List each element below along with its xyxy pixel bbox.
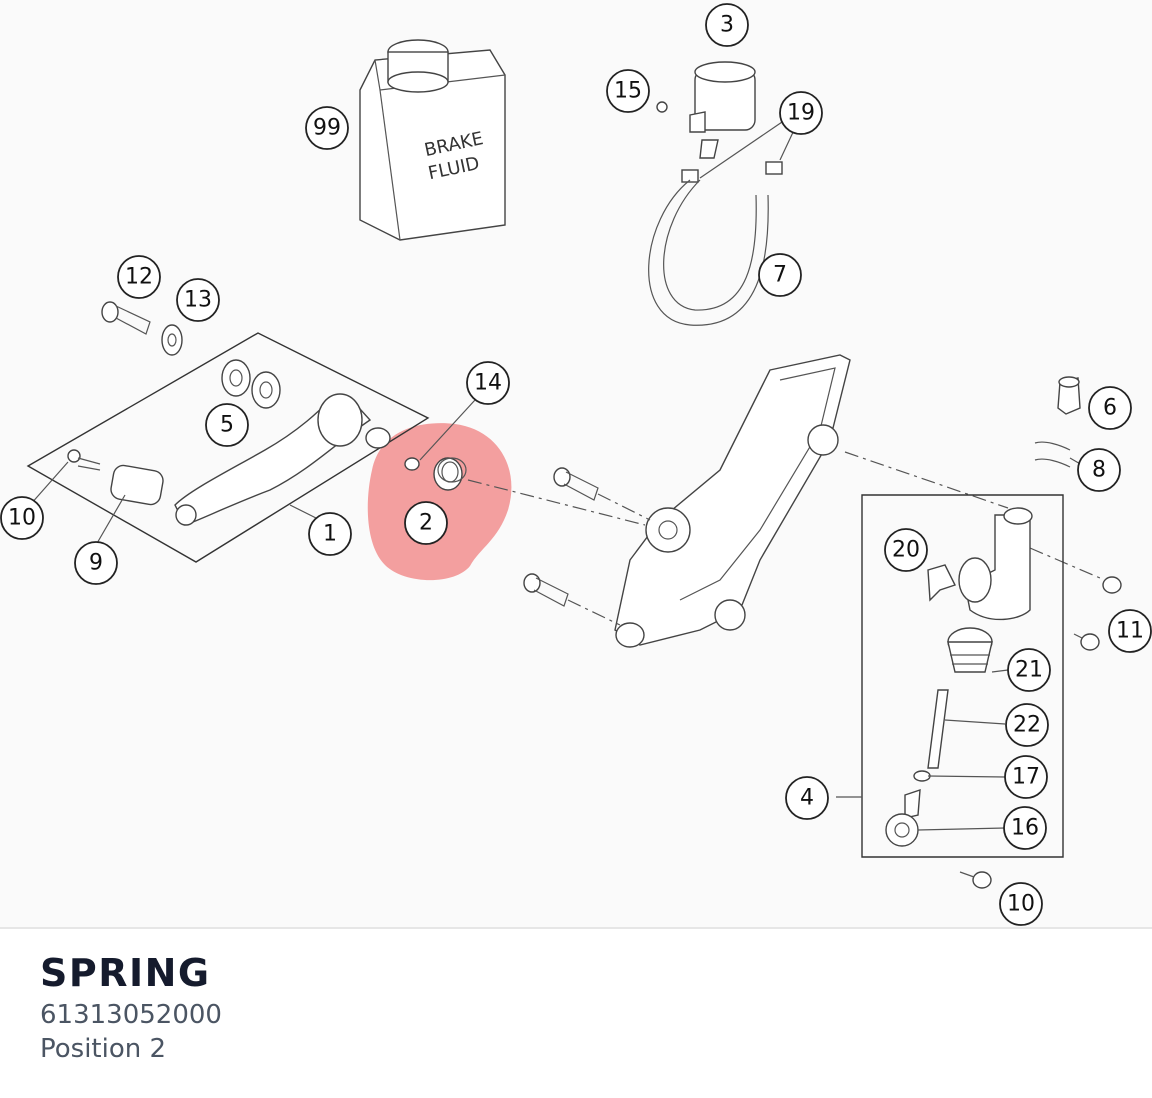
callout-4[interactable]: 4 xyxy=(785,776,829,820)
callout-14[interactable]: 14 xyxy=(466,361,510,405)
callout-12[interactable]: 12 xyxy=(117,255,161,299)
callout-9[interactable]: 9 xyxy=(74,541,118,585)
part-number: 61313052000 xyxy=(40,1000,222,1030)
svg-text:21: 21 xyxy=(1015,658,1043,683)
callout-10-bottom[interactable]: 10 xyxy=(999,882,1043,926)
callout-99[interactable]: 99 xyxy=(305,106,349,150)
master-cylinder-group xyxy=(836,494,1064,858)
part-info-panel: SPRING 61313052000 Position 2 xyxy=(40,948,1112,1066)
svg-text:11: 11 xyxy=(1116,619,1144,644)
svg-text:1: 1 xyxy=(323,522,337,547)
leader-lines xyxy=(29,399,1083,546)
svg-text:3: 3 xyxy=(720,13,734,38)
svg-text:6: 6 xyxy=(1103,396,1117,421)
callout-5[interactable]: 5 xyxy=(205,403,249,447)
callout-19[interactable]: 19 xyxy=(779,91,823,135)
spring-part xyxy=(404,457,467,491)
callout-21[interactable]: 21 xyxy=(1007,648,1051,692)
svg-text:2: 2 xyxy=(419,511,433,536)
svg-text:10: 10 xyxy=(8,506,36,531)
svg-text:15: 15 xyxy=(614,79,642,104)
svg-text:16: 16 xyxy=(1011,816,1039,841)
callout-13[interactable]: 13 xyxy=(176,278,220,322)
callout-8[interactable]: 8 xyxy=(1077,448,1121,492)
brake-pedal-group xyxy=(26,301,430,563)
svg-text:13: 13 xyxy=(184,288,212,313)
svg-text:5: 5 xyxy=(220,413,234,438)
svg-text:14: 14 xyxy=(474,371,502,396)
part-name: SPRING xyxy=(40,951,211,995)
svg-text:22: 22 xyxy=(1013,713,1041,738)
callout-16[interactable]: 16 xyxy=(1003,806,1047,850)
reservoir-assembly xyxy=(648,61,796,326)
callout-20[interactable]: 20 xyxy=(884,528,928,572)
svg-text:99: 99 xyxy=(313,116,341,141)
diagram-svg: BRAKE FLUID xyxy=(0,3,1152,926)
callout-10-left[interactable]: 10 xyxy=(0,496,44,540)
callout-11-right[interactable]: 11 xyxy=(1108,609,1152,653)
callout-15[interactable]: 15 xyxy=(606,69,650,113)
svg-text:10: 10 xyxy=(1007,892,1035,917)
callouts: 3 15 19 99 7 12 13 14 6 5 8 10 2 1 20 9 … xyxy=(0,3,1152,926)
footrest-bracket xyxy=(467,354,1101,648)
svg-text:17: 17 xyxy=(1012,765,1040,790)
small-parts-right xyxy=(959,376,1122,889)
svg-text:4: 4 xyxy=(800,786,814,811)
callout-7[interactable]: 7 xyxy=(758,253,802,297)
part-position: Position 2 xyxy=(40,1034,167,1064)
callout-6[interactable]: 6 xyxy=(1088,386,1132,430)
highlight-blob xyxy=(367,423,512,581)
svg-text:8: 8 xyxy=(1092,458,1106,483)
callout-17[interactable]: 17 xyxy=(1004,755,1048,799)
svg-text:9: 9 xyxy=(89,551,103,576)
divider xyxy=(0,927,1152,929)
exploded-parts-diagram: BRAKE FLUID xyxy=(0,3,1152,926)
callout-22[interactable]: 22 xyxy=(1005,703,1049,747)
svg-text:7: 7 xyxy=(773,263,787,288)
svg-text:20: 20 xyxy=(892,538,920,563)
brake-fluid-can: BRAKE FLUID xyxy=(359,39,506,241)
svg-text:12: 12 xyxy=(125,265,153,290)
svg-text:19: 19 xyxy=(787,101,815,126)
callout-1[interactable]: 1 xyxy=(308,512,352,556)
callout-2[interactable]: 2 xyxy=(404,501,448,545)
callout-3[interactable]: 3 xyxy=(705,3,749,47)
